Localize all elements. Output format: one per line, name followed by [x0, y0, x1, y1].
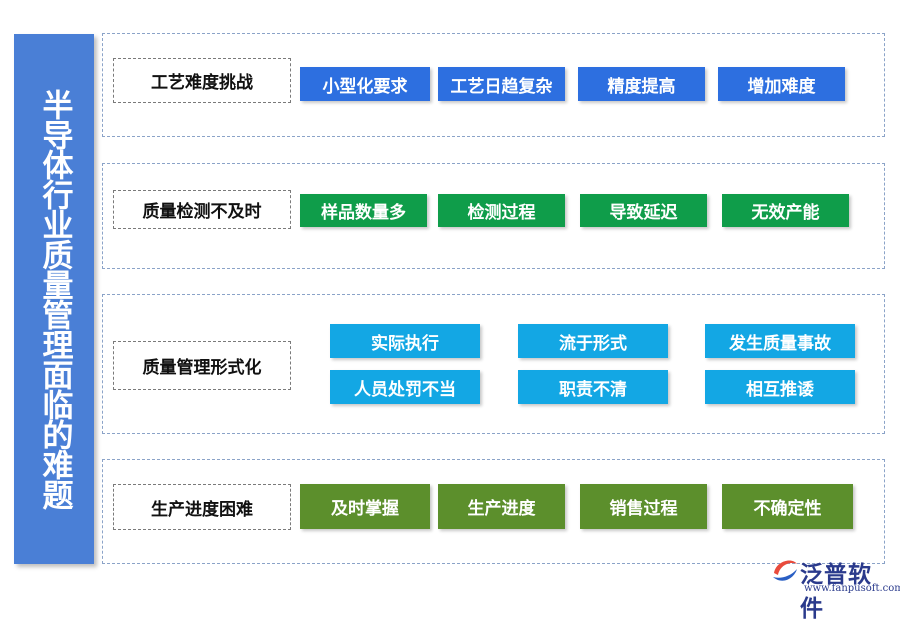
- fanpu-logo-icon: [773, 560, 797, 581]
- section-label: 工艺难度挑战: [113, 58, 291, 103]
- section-process-difficulty: [102, 33, 885, 137]
- tag: 样品数量多: [300, 194, 427, 227]
- tag: 销售过程: [580, 484, 707, 529]
- section-label: 质量检测不及时: [113, 190, 291, 229]
- tag: 人员处罚不当: [330, 370, 480, 404]
- tag: 无效产能: [722, 194, 849, 227]
- tag: 及时掌握: [300, 484, 430, 529]
- tag: 生产进度: [438, 484, 565, 529]
- tag: 发生质量事故: [705, 324, 855, 358]
- tag: 工艺日趋复杂: [438, 67, 565, 101]
- section-label: 生产进度困难: [113, 484, 291, 530]
- tag: 流于形式: [518, 324, 668, 358]
- tag: 不确定性: [722, 484, 853, 529]
- tag: 检测过程: [438, 194, 565, 227]
- diagram-title: 半导体行业质量管理面临的难题: [36, 89, 73, 509]
- tag: 增加难度: [718, 67, 845, 101]
- section-inspection-delay: [102, 163, 885, 269]
- tag: 实际执行: [330, 324, 480, 358]
- section-formalism: [102, 294, 885, 434]
- section-production-progress: [102, 459, 885, 564]
- brand-url: www.fanpusoft.com: [804, 583, 900, 594]
- tag: 导致延迟: [580, 194, 707, 227]
- section-label: 质量管理形式化: [113, 341, 291, 390]
- tag: 小型化要求: [300, 67, 430, 101]
- diagram-title-bar: 半导体行业质量管理面临的难题: [14, 34, 94, 564]
- tag: 相互推诿: [705, 370, 855, 404]
- tag: 职责不清: [518, 370, 668, 404]
- tag: 精度提高: [578, 67, 705, 101]
- brand-logo: 泛普软件 www.fanpusoft.com: [770, 553, 900, 622]
